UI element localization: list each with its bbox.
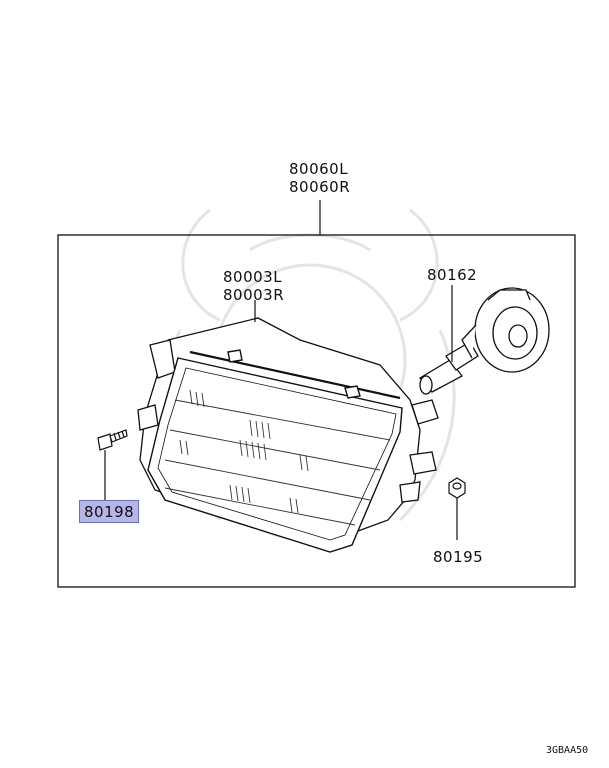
nut-part: [448, 477, 466, 499]
socket-cap-part: [461, 287, 550, 373]
label-80195: 80195: [433, 548, 484, 566]
assembly-frame: [57, 234, 576, 588]
diagram-code: 3GBAA50: [546, 745, 589, 756]
screw-part: [97, 429, 128, 451]
label-80003r: 80003R: [223, 286, 285, 304]
label-80198-highlighted[interactable]: 80198: [79, 500, 140, 523]
lens-pattern: [164, 389, 391, 526]
label-80003l: 80003L: [223, 268, 283, 286]
label-80060l: 80060L: [289, 160, 349, 178]
label-80162: 80162: [427, 266, 478, 284]
label-80060r: 80060R: [289, 178, 351, 196]
